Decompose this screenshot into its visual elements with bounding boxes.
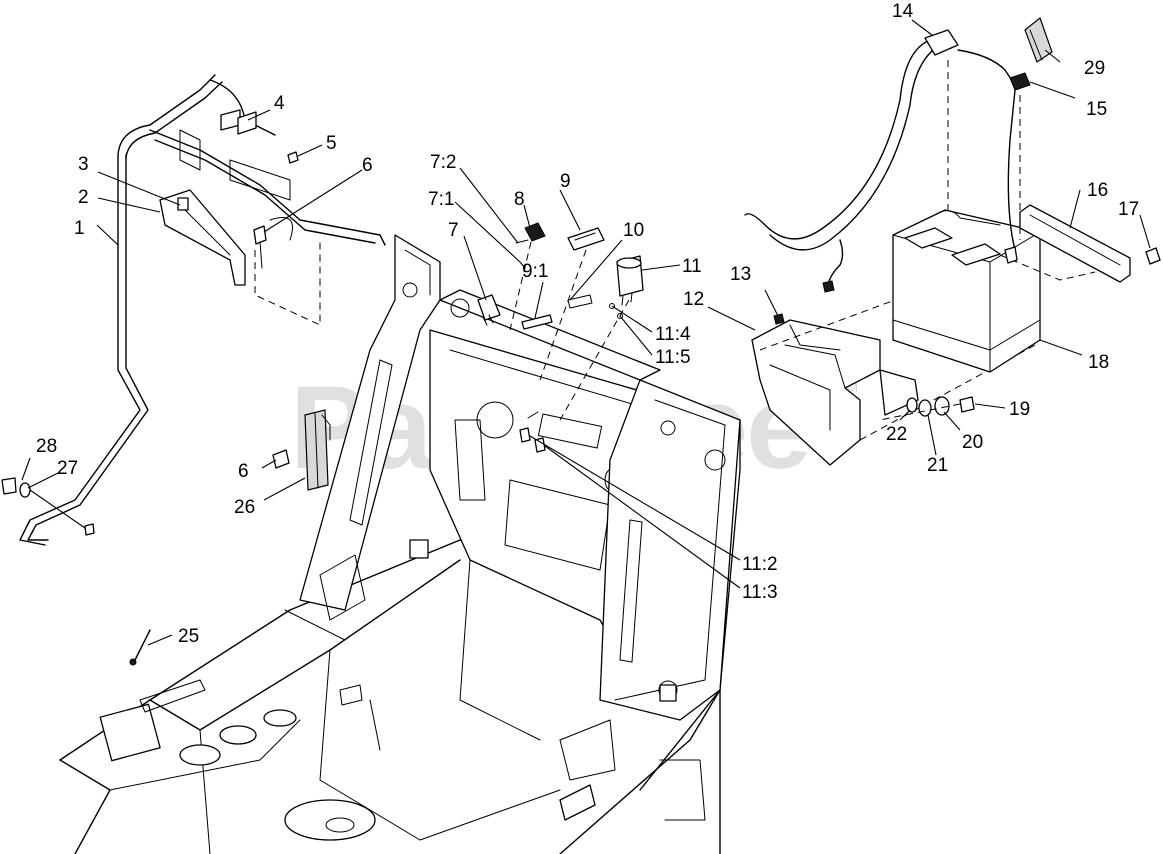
main-frame — [59, 234, 741, 854]
small-bolts — [253, 151, 299, 469]
callout-7: 7 — [448, 220, 459, 241]
part-25-cable-tie — [129, 629, 151, 666]
callout-11-4: 11:4 — [655, 324, 691, 345]
part-27-28-fittings — [1, 477, 95, 536]
callout-11-5: 11:5 — [655, 347, 691, 368]
callout-2: 2 — [78, 187, 89, 208]
part-26-rail — [304, 409, 331, 491]
callout-7-1: 7:1 — [428, 189, 454, 210]
callout-6-bottom: 6 — [238, 461, 249, 482]
callout-19: 19 — [1009, 399, 1030, 420]
callout-7-2: 7:2 — [430, 152, 456, 173]
callout-25: 25 — [178, 626, 199, 647]
callout-3: 3 — [78, 154, 89, 175]
callout-9: 9 — [560, 171, 571, 192]
callout-17: 17 — [1118, 199, 1139, 220]
callout-22: 22 — [886, 424, 907, 445]
mounting-hardware — [879, 247, 1161, 421]
callout-10: 10 — [623, 220, 644, 241]
callout-27: 27 — [57, 458, 78, 479]
callout-9-1: 9:1 — [522, 261, 548, 282]
control-panel-parts — [477, 222, 644, 453]
callout-15: 15 — [1086, 99, 1107, 120]
leader-lines — [21, 19, 1151, 646]
part-14-15-battery-cables — [744, 29, 1031, 293]
part-battery-and-hold-down — [892, 204, 1131, 373]
part-18-battery-tray — [751, 299, 1036, 466]
callout-8: 8 — [514, 189, 525, 210]
callout-11-3: 11:3 — [742, 582, 778, 603]
callout-12: 12 — [683, 289, 704, 310]
callout-11-2: 11:2 — [742, 554, 778, 575]
relay-tube-assembly — [149, 79, 386, 246]
callout-14: 14 — [892, 1, 914, 22]
callout-18: 18 — [1088, 352, 1109, 373]
callout-20: 20 — [962, 432, 983, 453]
callout-11: 11 — [682, 256, 702, 277]
callout-21: 21 — [927, 455, 948, 476]
callout-28: 28 — [36, 436, 57, 457]
callout-26: 26 — [234, 497, 255, 518]
callout-29: 29 — [1084, 58, 1105, 79]
callout-13: 13 — [730, 264, 751, 285]
callout-16: 16 — [1087, 180, 1108, 201]
part-2-bracket — [159, 189, 321, 326]
callout-5: 5 — [326, 133, 337, 154]
part-29-decal — [1024, 17, 1053, 63]
callout-1: 1 — [74, 218, 85, 239]
part-1-tube — [19, 74, 223, 546]
callout-labels: 1 2 3 4 5 6 6 7 7:1 7:2 8 9 9:1 10 11 11… — [36, 1, 1139, 647]
callout-4: 4 — [274, 93, 285, 114]
callout-6-top: 6 — [362, 155, 373, 176]
